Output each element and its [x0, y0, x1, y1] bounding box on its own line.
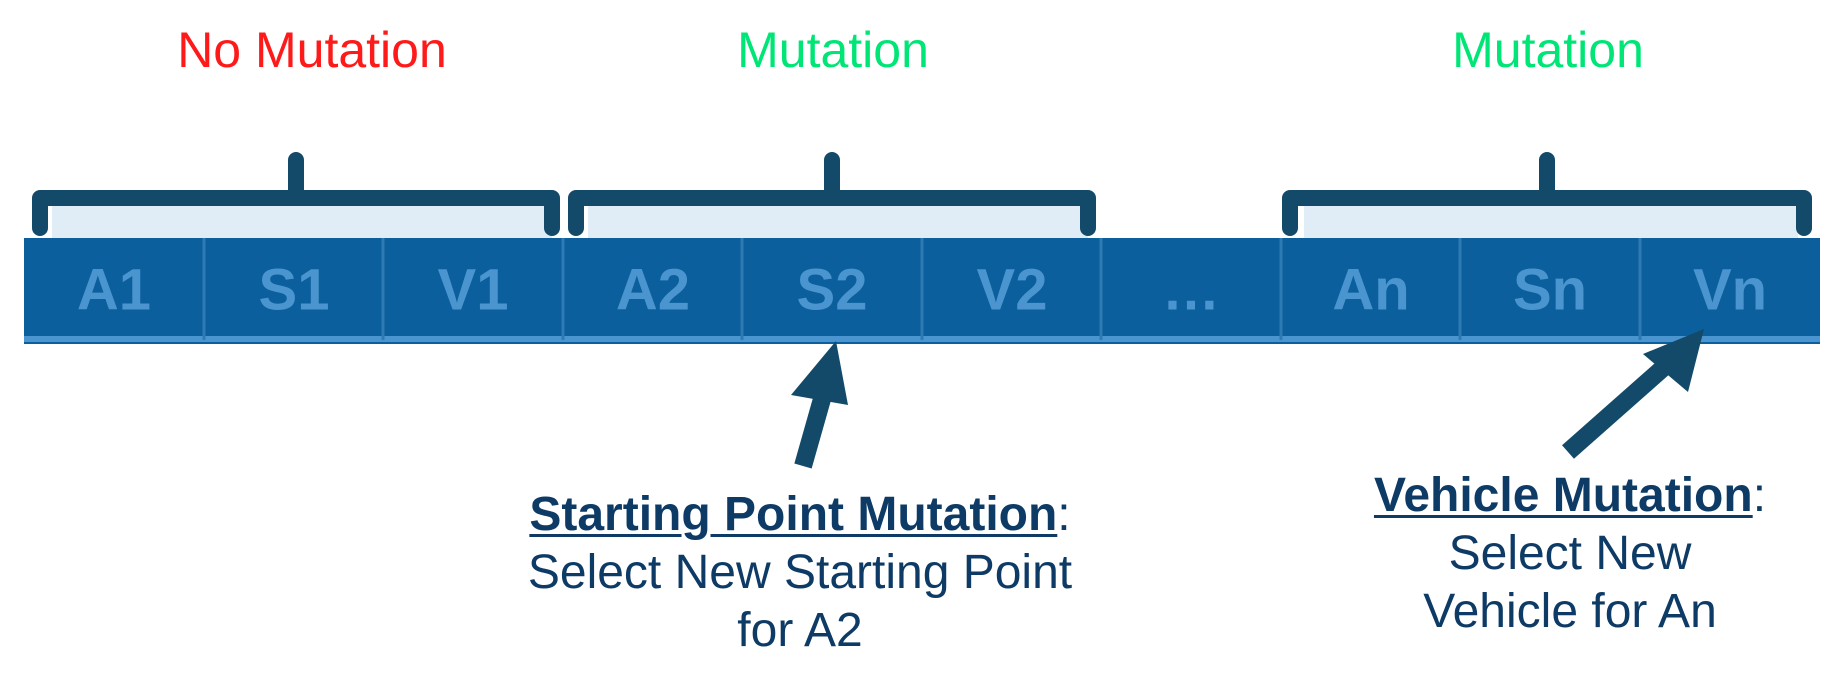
vehicle-callout-line-2: Vehicle for An: [1423, 585, 1717, 638]
bracket-fill-group-n: [1304, 205, 1798, 239]
starting-point-mutation-title: Starting Point Mutation: [529, 488, 1058, 541]
starting-point-callout-heading: Starting Point Mutation:: [480, 486, 1120, 544]
gene-cell-sn: Sn: [1513, 258, 1587, 323]
starting-point-title-colon: :: [1057, 488, 1071, 541]
bracket-group-n: [1282, 152, 1812, 236]
mutation-label-group-n: Mutation: [1452, 22, 1644, 78]
gene-cell-s2: S2: [797, 258, 868, 323]
gene-cell-s1: S1: [259, 258, 330, 323]
gene-cell-an: An: [1332, 258, 1409, 323]
gene-cell-ellipsis: …: [1162, 258, 1220, 323]
vehicle-callout-line-1: Select New: [1448, 527, 1692, 580]
gene-cell-a2: A2: [616, 258, 690, 323]
bracket-fill-group-1: [52, 205, 552, 239]
vehicle-callout-heading: Vehicle Mutation:: [1320, 467, 1820, 525]
mutation-label-group-2: Mutation: [737, 22, 929, 78]
starting-point-callout-line-2: for A2: [737, 604, 863, 657]
gene-cell-vn: Vn: [1693, 258, 1767, 323]
vehicle-mutation-callout: Vehicle Mutation: Select New Vehicle for…: [1320, 467, 1820, 641]
gene-cell-v2: V2: [977, 258, 1048, 323]
no-mutation-label: No Mutation: [177, 22, 447, 78]
starting-point-mutation-callout: Starting Point Mutation: Select New Star…: [480, 486, 1120, 660]
gene-cell-v1: V1: [438, 258, 509, 323]
bracket-group-2: [568, 152, 1096, 236]
bracket-fill-group-2: [588, 205, 1088, 239]
vehicle-mutation-title: Vehicle Mutation: [1373, 469, 1753, 522]
arrow-to-vn: [1562, 329, 1704, 459]
arrow-to-s2: [791, 341, 848, 469]
starting-point-callout-line-1: Select New Starting Point: [527, 546, 1073, 599]
vehicle-title-colon: :: [1752, 469, 1767, 522]
gene-cell-a1: A1: [77, 258, 151, 323]
bracket-group-1: [32, 152, 560, 236]
